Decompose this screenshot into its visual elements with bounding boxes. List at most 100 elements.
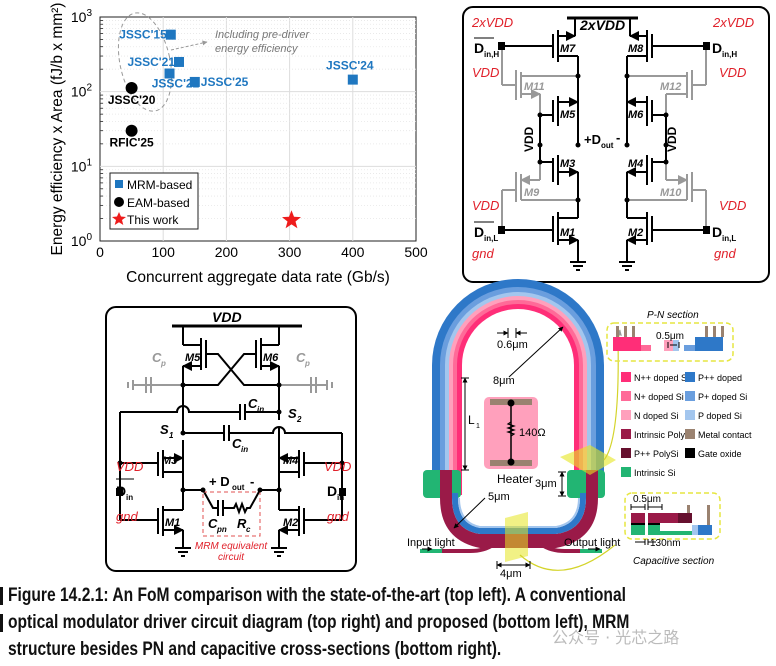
- legend-label: Intrinsic PolySi: [634, 430, 693, 440]
- legend-eam-marker: [114, 197, 124, 207]
- proposed-driver-circuit: [105, 306, 357, 572]
- conv-vdd-right-top: VDD: [719, 65, 746, 80]
- x-tick-label: 500: [404, 244, 428, 260]
- conv-m11: M11: [524, 81, 545, 93]
- point-label: JSSC'25: [201, 75, 249, 89]
- cap-section-title: Capacitive section: [633, 556, 715, 567]
- x-axis-label: Concurrent aggregate data rate (Gb/s): [126, 269, 390, 286]
- dim-3um: 3μm: [535, 478, 557, 490]
- pre-driver-ellipse: [117, 12, 173, 112]
- legend-eam-label: EAM-based: [127, 196, 190, 210]
- output-light-label: Output light: [564, 537, 620, 549]
- conv-gnd-right: gnd: [714, 246, 736, 261]
- conv-dout-minus: -: [616, 130, 620, 145]
- y-tick-label: 102: [71, 83, 93, 100]
- prop-dout-minus: -: [250, 474, 254, 489]
- mrm-point: [164, 68, 175, 79]
- chart-legend: MRM-based EAM-based This work: [109, 172, 199, 230]
- conv-din-h: D: [712, 40, 722, 56]
- prop-m1: M1: [165, 517, 180, 529]
- prop-m4: M4: [283, 455, 298, 467]
- prop-dout: + D: [209, 474, 230, 489]
- prop-vdd-right: VDD: [324, 459, 351, 474]
- conv-2xvdd-left: 2xVDD: [471, 15, 513, 30]
- prop-gnd-right: gnd: [327, 509, 349, 524]
- conv-vdd-left-bottom: VDD: [472, 198, 499, 213]
- conv-din-h-sub: in,H: [722, 50, 737, 59]
- watermark: 公众号 · 光芯之路: [552, 628, 680, 647]
- annotation-arrow: [170, 40, 208, 51]
- conv-vdd-vertical-right: VDD: [665, 126, 679, 152]
- conv-m4: M4: [628, 158, 643, 170]
- conv-din-l-bar: D: [474, 224, 484, 240]
- prop-rc-sub: c: [246, 525, 251, 534]
- mrm-point: [347, 74, 358, 85]
- legend-label: P++ doped: [698, 373, 742, 383]
- prop-m5: M5: [185, 352, 201, 364]
- proposed-labels: VDD M5 M6 M3 M4 M1 M2 C p C p C in C in …: [116, 309, 351, 563]
- mrm-labels: 0.6μm 8μm L 1 140Ω Heater 3μm 5μm 4μm In…: [407, 310, 715, 580]
- pn-section-title: P-N section: [647, 310, 699, 321]
- prop-cp-left: C: [152, 350, 162, 365]
- conv-m9: M9: [524, 187, 540, 199]
- y-tick-label: 103: [71, 8, 93, 25]
- eam-point: [125, 124, 138, 137]
- point-label: JSSC'15: [119, 28, 167, 42]
- caption-margin-bar-2: [0, 614, 3, 632]
- legend-label: N doped Si: [634, 411, 679, 421]
- legend-swatch: [621, 391, 631, 401]
- point-label: JSSC'20: [108, 93, 156, 107]
- point-label: RFIC'25: [109, 136, 154, 150]
- heater-label: Heater: [497, 472, 533, 486]
- prop-mrm-label-1: MRM equivalent: [195, 541, 268, 552]
- conv-din-h-bar: D: [474, 40, 484, 56]
- caption-line-2: optical modulator driver circuit diagram…: [8, 611, 630, 633]
- prop-s1: S: [160, 422, 169, 437]
- prop-s2: S: [288, 406, 297, 421]
- conv-din-h-bar-sub: in,H: [484, 50, 499, 59]
- point-label: JSSC'21: [127, 55, 175, 69]
- legend-label: P+ doped Si: [698, 392, 747, 402]
- prop-din: D: [327, 483, 337, 499]
- mrm-point: [189, 76, 200, 87]
- mrm-point: [165, 29, 176, 40]
- legend-mrm-marker: [115, 180, 123, 188]
- prop-m2: M2: [283, 517, 298, 529]
- ticks: [100, 20, 103, 219]
- prop-din-bar: D: [116, 483, 126, 499]
- legend-label: N+ doped Si: [634, 392, 684, 402]
- legend-label: Gate oxide: [698, 449, 742, 459]
- legend-swatch: [685, 391, 695, 401]
- dim-l1: L: [468, 413, 475, 427]
- conv-dout: +D: [584, 132, 601, 147]
- conv-vdd-left-top: VDD: [472, 65, 499, 80]
- prop-m6: M6: [263, 352, 279, 364]
- prop-din-bar-sub: in: [126, 493, 133, 502]
- cap-section-dim2: 130nm: [650, 538, 681, 549]
- prop-vdd-left: VDD: [116, 459, 143, 474]
- mrm-point: [174, 56, 184, 67]
- conv-vdd-right-bottom: VDD: [719, 198, 746, 213]
- annotation-line2: energy efficiency: [215, 43, 299, 55]
- dim-4um: 4μm: [500, 568, 522, 580]
- y-tick-label: 101: [71, 157, 93, 174]
- conv-2xvdd-right: 2xVDD: [712, 15, 754, 30]
- legend-swatch: [621, 448, 631, 458]
- legend-swatch: [621, 410, 631, 420]
- legend-thiswork-label: This work: [127, 213, 179, 227]
- prop-s1-sub: 1: [169, 431, 174, 440]
- legend-label: P doped Si: [698, 411, 742, 421]
- legend-label: P++ PolySi: [634, 449, 679, 459]
- legend-swatch: [621, 429, 631, 439]
- prop-m3: M3: [162, 455, 177, 467]
- figure-caption: Figure 14.2.1: An FoM comparison with th…: [0, 582, 630, 663]
- conv-din-l-bar-sub: in,L: [484, 234, 498, 243]
- legend-label: Intrinsic Si: [634, 468, 676, 478]
- prop-cin-top: C: [248, 396, 258, 411]
- conv-m1: M1: [560, 227, 575, 239]
